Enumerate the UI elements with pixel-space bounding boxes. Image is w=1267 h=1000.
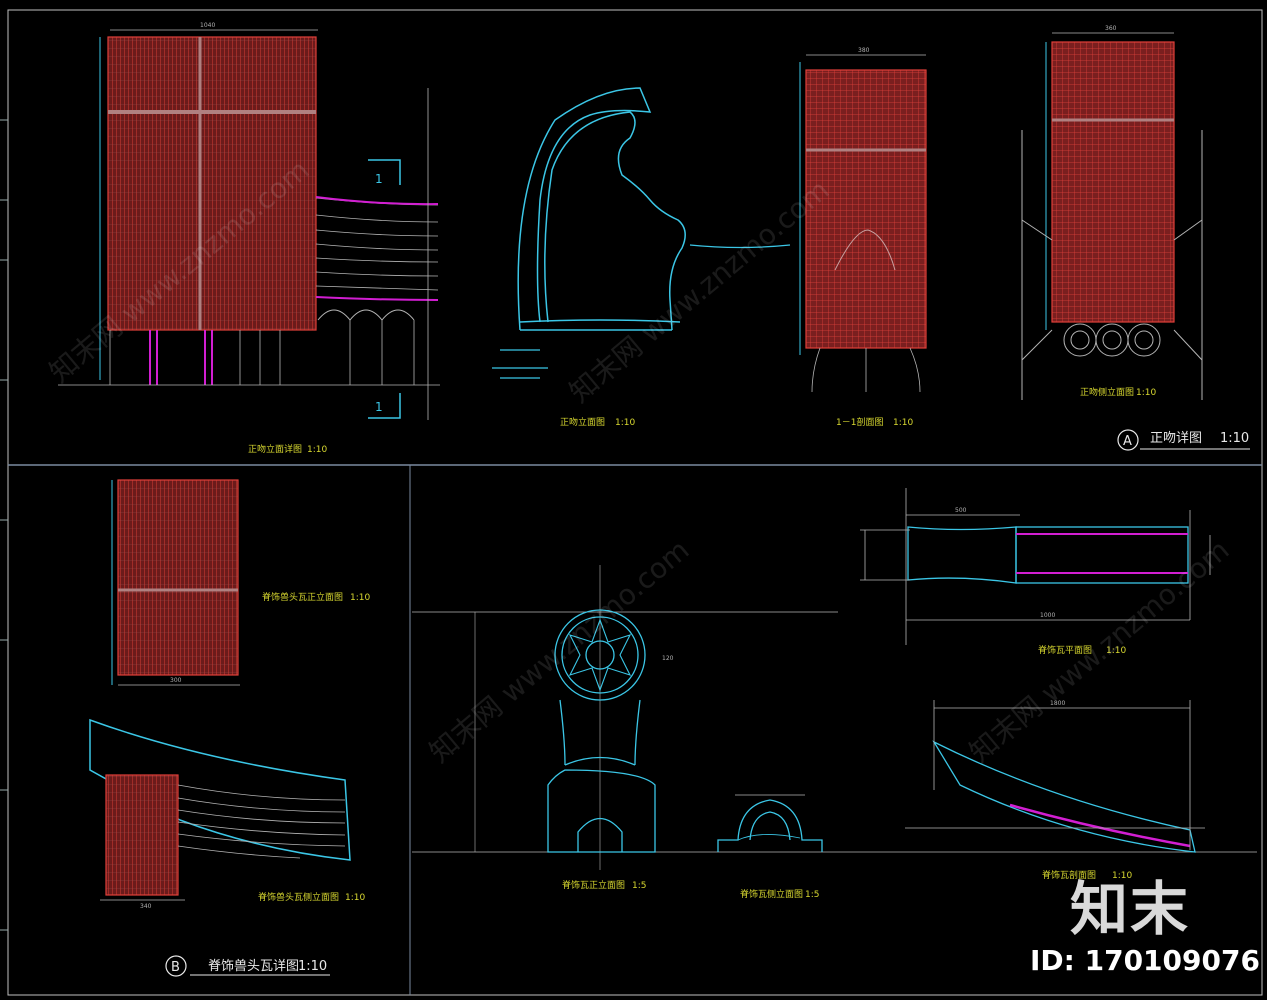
dim-label: 340 — [140, 903, 152, 910]
section-b-title: 脊饰兽头瓦详图 — [208, 959, 299, 974]
section-a-title: 正吻详图 — [1150, 431, 1202, 446]
dim-label: 1040 — [200, 22, 215, 29]
view-a2-scale: 1:10 — [615, 418, 635, 428]
section-mark-bottom: 1 — [375, 400, 383, 414]
section-b-marker: B — [171, 960, 180, 975]
view-b3-title: 脊饰瓦正立面图 — [562, 879, 625, 891]
view-b1-scale: 1:10 — [350, 593, 370, 603]
dim-label: 360 — [1105, 25, 1117, 32]
view-b2-scale: 1:10 — [345, 893, 365, 903]
view-b4-arch: 脊饰瓦侧立面图 1:5 — [717, 794, 823, 900]
view-b5-title: 脊饰瓦平面图 — [1038, 644, 1092, 656]
view-b6-title: 脊饰瓦剖面图 — [1042, 869, 1096, 881]
view-b6-curved-section: 脊饰瓦剖面图 1:10 1800 — [905, 700, 1205, 881]
left-margin-labels — [0, 119, 8, 931]
section-mark-top: 1 — [375, 172, 383, 186]
view-a1-front-elevation: 1 1 正吻立面详图 1:10 1040 — [58, 22, 440, 455]
section-a-callout: A 正吻详图 1:10 — [1117, 429, 1250, 451]
view-a2-title: 正吻立面图 — [560, 416, 605, 428]
section-b-callout: B 脊饰兽头瓦详图 1:10 — [165, 955, 330, 977]
view-b4-scale: 1:5 — [805, 890, 819, 900]
sheet-frame — [7, 9, 1263, 996]
view-a3-title: 1－1剖面图 — [836, 416, 883, 428]
dim-label: 500 — [955, 507, 967, 514]
dim-label: 1800 — [1050, 700, 1065, 707]
view-a1-scale: 1:10 — [307, 445, 327, 455]
view-a3-scale: 1:10 — [893, 418, 913, 428]
dim-label: 300 — [170, 677, 182, 684]
dim-label: 380 — [858, 47, 870, 54]
view-b2-title: 脊饰兽头瓦侧立面图 — [258, 891, 339, 903]
view-b5-scale: 1:10 — [1106, 646, 1126, 656]
section-b-scale: 1:10 — [298, 959, 327, 974]
dim-label: 120 — [662, 655, 674, 662]
view-b2-side: 脊饰兽头瓦侧立面图 1:10 340 — [89, 718, 365, 910]
view-b3-medallion: 脊饰瓦正立面图 1:5 120 — [412, 565, 1257, 891]
view-a2-profile: 正吻立面图 1:10 — [492, 87, 791, 428]
view-a4-side-elevation: 正吻侧立面图 1:10 360 — [1021, 25, 1203, 400]
view-a4-scale: 1:10 — [1136, 388, 1156, 398]
view-b6-scale: 1:10 — [1112, 871, 1132, 881]
watermark-id: ID: 170109076 — [1030, 944, 1260, 977]
section-a-marker: A — [1123, 434, 1132, 449]
view-a3-section: 1－1剖面图 1:10 380 — [799, 47, 927, 428]
view-b4-title: 脊饰瓦侧立面图 — [740, 888, 803, 900]
view-b5-plan: 脊饰瓦平面图 1:10 500 1000 — [860, 488, 1211, 656]
section-a-scale: 1:10 — [1220, 431, 1249, 446]
view-a1-title: 正吻立面详图 — [248, 443, 302, 455]
view-b1-title: 脊饰兽头瓦正立面图 — [262, 591, 343, 603]
view-a4-title: 正吻侧立面图 — [1080, 386, 1134, 398]
view-b3-scale: 1:5 — [632, 881, 646, 891]
watermark-brand: 知末 — [1070, 875, 1191, 943]
view-b1-front: 脊饰兽头瓦正立面图 1:10 300 — [111, 479, 370, 686]
dim-label: 1000 — [1040, 612, 1055, 619]
